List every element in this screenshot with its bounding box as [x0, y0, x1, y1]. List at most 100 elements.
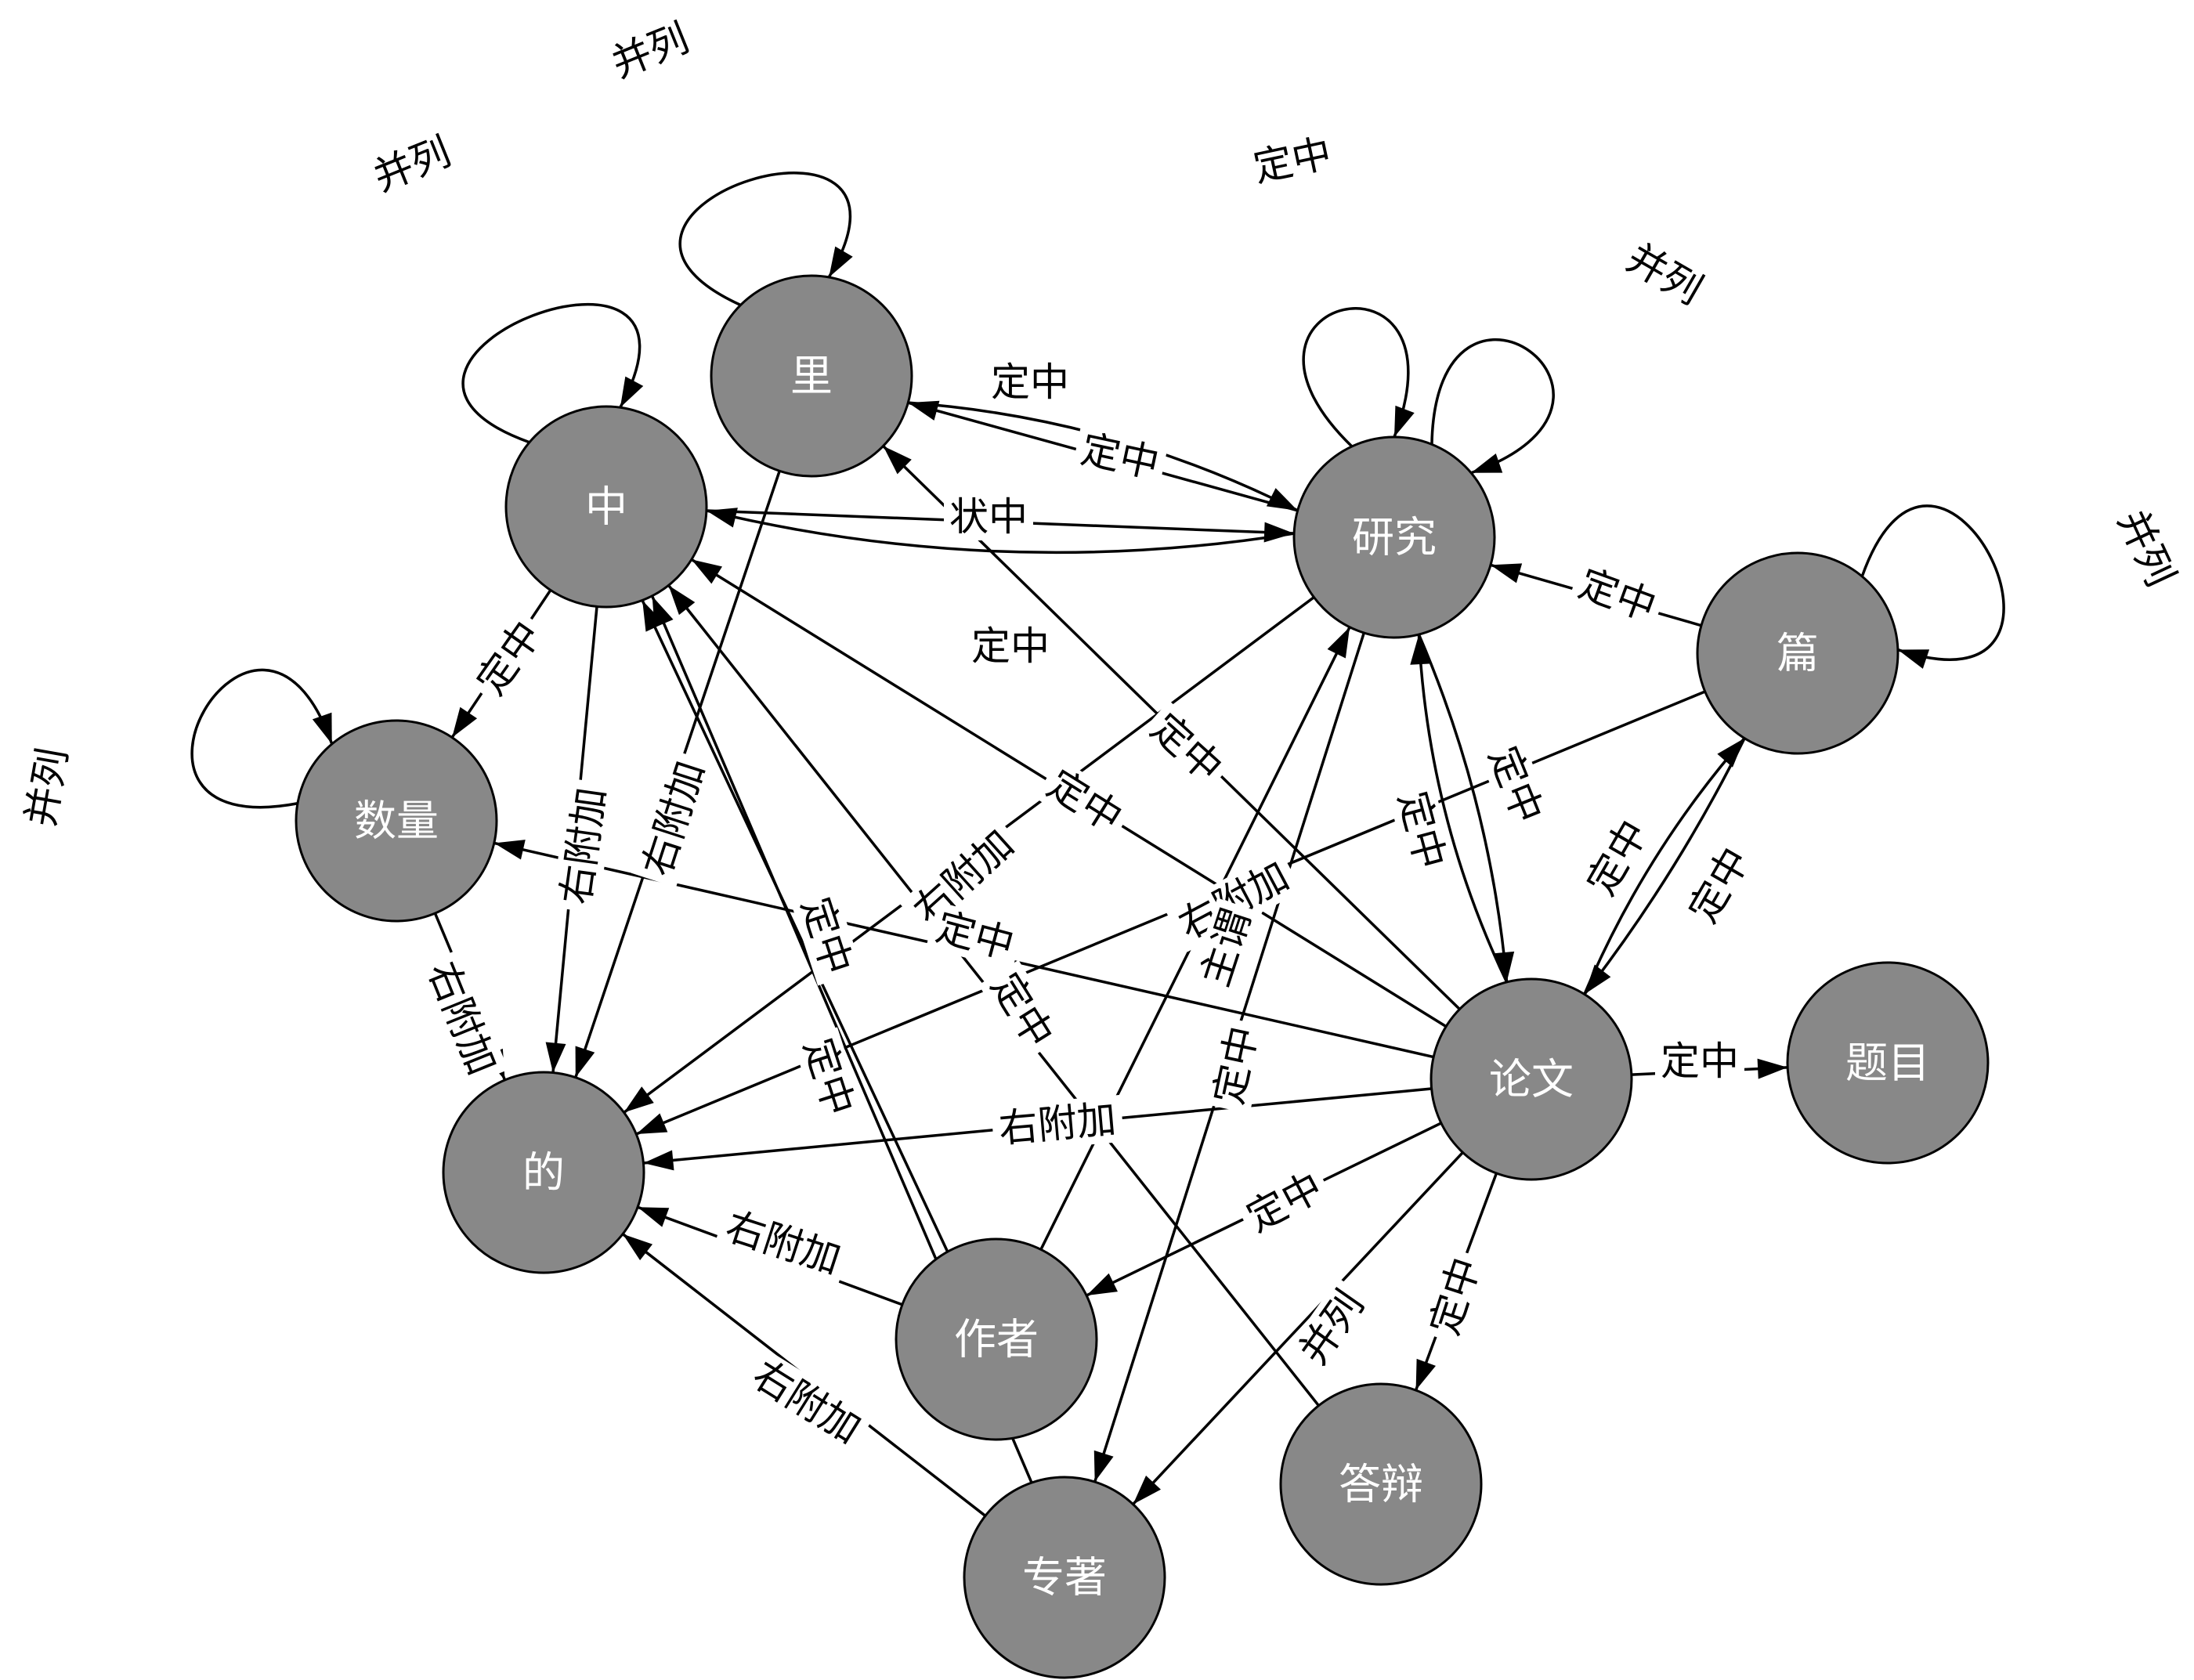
- edge-arrowhead: [638, 1207, 670, 1227]
- node-circle[interactable]: [442, 1071, 645, 1274]
- node-label: 数量: [354, 797, 439, 846]
- node-circle[interactable]: [504, 405, 708, 609]
- node-lunwen[interactable]: 论文: [1430, 977, 1633, 1181]
- edge-arrowhead: [623, 1234, 653, 1261]
- node-de[interactable]: 的: [442, 1071, 645, 1274]
- edge-label-background: [1567, 558, 1668, 633]
- node-shuliang[interactable]: 数量: [295, 719, 498, 923]
- edge-arrowhead: [1494, 951, 1515, 982]
- edge-label-background: [16, 739, 78, 836]
- edge-label-text: 定中: [1077, 426, 1163, 487]
- node-label: 论文: [1489, 1055, 1574, 1104]
- edge-arrowhead: [1584, 964, 1611, 995]
- edge-label-yanjiu-to-yanjiu: 并列: [1614, 231, 1715, 317]
- node-circle[interactable]: [1696, 551, 1899, 755]
- node-zhong[interactable]: 中: [504, 405, 708, 609]
- edge-lunwen-to-zhuanzhu: [1132, 1151, 1464, 1505]
- edge-path: [641, 599, 949, 1252]
- edge-arrowhead: [1263, 522, 1295, 543]
- edge-path: [678, 172, 852, 307]
- node-circle[interactable]: [1430, 977, 1633, 1181]
- edge-label-lunwen-to-timu: 定中: [1655, 1038, 1744, 1085]
- edge-pian-to-pian: [1860, 504, 2005, 669]
- edge-label-li-to-yanjiu: 定中: [985, 359, 1075, 406]
- node-zuozhe[interactable]: 作者: [895, 1237, 1098, 1441]
- edge-label-background: [1165, 849, 1303, 952]
- edge-label-background: [990, 1094, 1125, 1154]
- edge-arrowhead: [452, 706, 478, 738]
- edge-label-background: [1137, 700, 1236, 796]
- edge-shuliang-to-shuliang: [190, 668, 334, 809]
- edge-label-text: 并列: [18, 745, 76, 830]
- edge-path: [1302, 307, 1410, 448]
- edge-label-text: 状中: [949, 494, 1028, 540]
- edge-label-li-to-de: 右附加: [631, 749, 717, 888]
- edge-label-background: [464, 608, 555, 708]
- edge-label-zhong-to-de: 右附加: [551, 778, 616, 914]
- edge-label-background: [1574, 807, 1661, 909]
- edge-label-text: 右附加: [634, 756, 714, 882]
- edge-label-zhuanzhu-to-de: 右附加: [739, 1347, 875, 1457]
- node-timu[interactable]: 题目: [1786, 961, 1990, 1165]
- node-circle[interactable]: [1786, 961, 1990, 1165]
- edge-lunwen-to-yanjiu: [1410, 634, 1509, 983]
- edge-path: [1583, 737, 1746, 995]
- edge-label-text: 定中: [991, 359, 1069, 405]
- edge-arrowhead: [1471, 453, 1503, 473]
- edge-li-to-li: [678, 172, 853, 307]
- node-dabian[interactable]: 答辩: [1279, 1382, 1483, 1586]
- node-label: 篇: [1777, 629, 1819, 678]
- edge-label-background: [714, 1200, 853, 1286]
- edge-label-yanjiu-to-lunwen: 定中: [1477, 734, 1555, 836]
- edge-label-text: 定中: [793, 891, 860, 980]
- edge-label-background: [978, 959, 1066, 1061]
- node-yanjiu[interactable]: 研究: [1292, 435, 1496, 639]
- edge-labels-layer: 并列并列定中并列并列并列定中定中状中定中定中定中定中定中右附加右附加右附加右附加…: [16, 12, 2187, 1457]
- edge-yanjiu-to-yanjiu: [1302, 307, 1415, 448]
- edge-arrowhead: [883, 446, 912, 475]
- edge-arrowhead: [1757, 1058, 1788, 1079]
- edge-arrowhead: [1133, 1475, 1161, 1505]
- edge-label-background: [1244, 128, 1341, 193]
- edge-label-background: [599, 12, 701, 90]
- node-circle[interactable]: [1279, 1382, 1483, 1586]
- edge-lunwen-to-pian: [1583, 737, 1746, 995]
- edge-arrowhead: [706, 508, 738, 528]
- edge-yanjiu-to-lunwen: [1417, 634, 1515, 983]
- edge-label-background: [1387, 781, 1456, 880]
- node-label: 专著: [1022, 1553, 1107, 1602]
- edge-pian-to-lunwen: [1583, 737, 1746, 995]
- edge-arrowhead: [575, 1046, 595, 1078]
- edge-path: [1430, 338, 1555, 475]
- node-circle[interactable]: [963, 1476, 1166, 1679]
- edge-label-text: 定中: [1249, 130, 1336, 191]
- node-li[interactable]: 里: [710, 274, 913, 478]
- edge-arrowhead: [652, 596, 674, 628]
- edge-label-yanjiu-to-li: 定中: [1072, 424, 1169, 490]
- edge-label-background: [1189, 898, 1263, 998]
- edge-arrowhead: [668, 585, 696, 616]
- node-circle[interactable]: [295, 719, 498, 923]
- edge-yanjiu-to-zhong: [706, 508, 1295, 555]
- edge-path: [1583, 737, 1746, 995]
- node-pian[interactable]: 篇: [1696, 551, 1899, 755]
- edge-arrowhead: [636, 1113, 668, 1135]
- node-zhuanzhu[interactable]: 专著: [963, 1476, 1166, 1679]
- node-circle[interactable]: [895, 1237, 1098, 1441]
- node-circle[interactable]: [1292, 435, 1496, 639]
- edge-label-yanjiu-to-zhong: 定中: [966, 623, 1055, 670]
- edge-label-text: 右附加: [419, 956, 505, 1082]
- edge-path: [1132, 1151, 1464, 1505]
- node-label: 作者: [954, 1315, 1039, 1364]
- edge-label-background: [2105, 497, 2187, 599]
- node-label: 的: [522, 1148, 565, 1198]
- edge-label-zhong-to-yanjiu: 状中: [944, 493, 1033, 540]
- edge-label-lunwen-to-dabian: 定中: [1419, 1246, 1492, 1346]
- edge-label-lunwen-to-zhong: 定中: [1034, 757, 1136, 845]
- edge-label-background: [551, 778, 616, 914]
- edge-arrowhead: [312, 712, 332, 744]
- edge-label-shuliang-to-de: 右附加: [416, 948, 508, 1088]
- edge-arrowhead: [829, 246, 853, 277]
- node-circle[interactable]: [710, 274, 913, 478]
